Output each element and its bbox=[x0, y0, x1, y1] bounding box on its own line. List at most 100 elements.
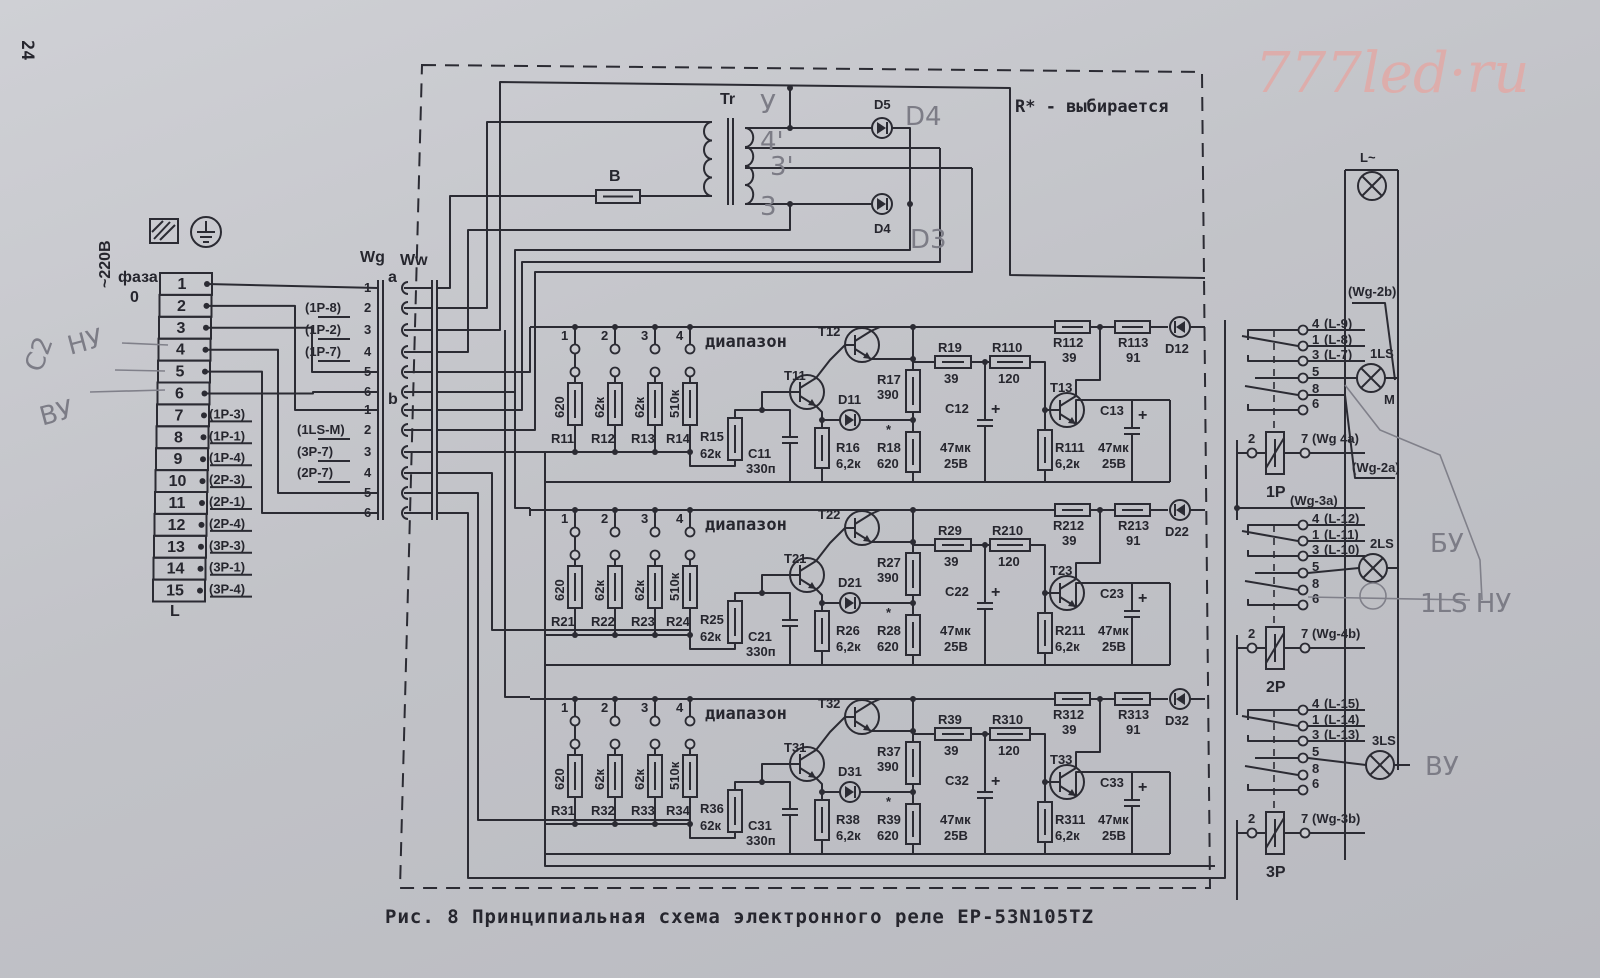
output-transistor bbox=[844, 510, 880, 546]
pencil-by-2ls: БУ bbox=[1430, 529, 1464, 559]
output-resistor-b-value: 91 bbox=[1126, 350, 1140, 365]
input-capacitor bbox=[782, 808, 798, 816]
contact-pin: 6 bbox=[1312, 591, 1319, 606]
diode-D5 bbox=[871, 117, 893, 139]
terminal-contact bbox=[684, 738, 696, 750]
filter-cap-name: C12 bbox=[945, 401, 969, 416]
wire bbox=[815, 405, 823, 428]
wire bbox=[437, 148, 941, 411]
range-position-label: 2 bbox=[601, 511, 608, 526]
selected-mark: * bbox=[886, 605, 892, 620]
diode-body bbox=[871, 193, 893, 215]
wire bbox=[437, 492, 690, 821]
connector-ww-label: Ww bbox=[400, 252, 428, 269]
wire bbox=[1352, 302, 1396, 381]
range-resistor-name: R32 bbox=[591, 803, 615, 818]
diode-D4 bbox=[871, 193, 893, 215]
wire bbox=[734, 391, 790, 418]
buffer-resistor-name: R311 bbox=[1055, 812, 1085, 827]
output-diode bbox=[1169, 316, 1191, 338]
selected-resistor bbox=[905, 614, 921, 656]
terminal-contact bbox=[569, 715, 581, 727]
contact-pin: 4 bbox=[1312, 316, 1320, 331]
emitter-resistor-value: 6,2к bbox=[836, 456, 861, 471]
range-resistor bbox=[567, 382, 583, 426]
output-cap-value: 47мк bbox=[1098, 440, 1129, 455]
junction-dot bbox=[907, 201, 913, 207]
output-cap-value: 47мк bbox=[1098, 812, 1129, 827]
junction-dot bbox=[910, 728, 916, 734]
wire bbox=[1075, 582, 1133, 611]
wire bbox=[514, 392, 530, 509]
base-resistor-value: 62к bbox=[700, 446, 721, 461]
terminal-contact bbox=[1297, 519, 1309, 531]
range-resistor-value: 62к bbox=[592, 397, 607, 418]
junction-dot bbox=[1097, 324, 1103, 330]
wire bbox=[762, 781, 791, 809]
buffer-resistor-value: 6,2к bbox=[1055, 456, 1080, 471]
selected-resistor-value: 620 bbox=[877, 828, 899, 843]
terminal-contact bbox=[609, 738, 621, 750]
terminal-number: 12 bbox=[168, 517, 186, 534]
terminal-contact bbox=[649, 715, 661, 727]
diode-triangle bbox=[1176, 693, 1185, 705]
wire bbox=[762, 409, 791, 437]
contact-ref: (L-11) bbox=[1324, 527, 1359, 542]
filter-resistor-b-name: R210 bbox=[992, 523, 1023, 538]
range-resistor bbox=[647, 565, 663, 609]
output-resistor-a bbox=[1054, 320, 1091, 334]
terminal-contact bbox=[609, 526, 621, 538]
emitter-diode bbox=[839, 781, 861, 803]
output-cap-name: C33 bbox=[1100, 775, 1124, 790]
filter-resistor-b-value: 120 bbox=[998, 554, 1020, 569]
collector-lead bbox=[799, 560, 817, 572]
range-position-label: 3 bbox=[641, 511, 648, 526]
terminal-contact bbox=[649, 738, 661, 750]
coil-pin-in: 2 bbox=[1248, 431, 1255, 446]
buffer-resistor-value: 6,2к bbox=[1055, 639, 1080, 654]
output-capacitor bbox=[1124, 799, 1140, 807]
wire bbox=[1247, 550, 1298, 557]
filter-resistor-b-name: R310 bbox=[992, 712, 1023, 727]
base-resistor-name: R15 bbox=[700, 429, 724, 444]
emitter-arrow bbox=[808, 771, 816, 778]
junction-dot bbox=[199, 500, 205, 506]
junction-dot bbox=[1234, 505, 1240, 511]
wire bbox=[689, 452, 736, 467]
terminal-contact bbox=[1297, 550, 1309, 562]
emitter-resistor-value: 6,2к bbox=[836, 828, 861, 843]
diode-label: D21 bbox=[838, 575, 862, 590]
pencil-left-c2: С2 bbox=[20, 333, 60, 376]
output-resistor-a-value: 39 bbox=[1062, 350, 1076, 365]
junction-dot bbox=[198, 543, 204, 550]
wire bbox=[815, 777, 823, 800]
junction-dot bbox=[203, 302, 210, 309]
coil-pin-out: 7 bbox=[1301, 626, 1308, 641]
base-resistor-value: 62к bbox=[700, 629, 721, 644]
output-resistor-b-name: R213 bbox=[1118, 518, 1149, 533]
contact-pin: 3 bbox=[1312, 542, 1319, 557]
filter-resistor-a-name: R19 bbox=[938, 340, 962, 355]
filter-resistor-a bbox=[934, 355, 972, 369]
terminal-contact bbox=[1299, 642, 1311, 654]
junction-dot bbox=[787, 125, 793, 131]
wire bbox=[437, 168, 973, 431]
output-cap-name: C23 bbox=[1100, 586, 1124, 601]
terminal-number: 7 bbox=[175, 407, 184, 424]
terminal-ref: (1P-4) bbox=[209, 450, 245, 465]
collector-lead bbox=[1059, 578, 1077, 590]
emitter-arrow bbox=[808, 582, 816, 589]
contact-ref: (L-10) bbox=[1324, 542, 1359, 557]
range-label: диапазон bbox=[705, 704, 787, 724]
junction-dot bbox=[910, 539, 916, 545]
connector-ref: (1P-8) bbox=[305, 300, 341, 315]
buffer-resistor-name: R211 bbox=[1055, 623, 1085, 638]
range-resistor bbox=[607, 565, 623, 609]
wire bbox=[1030, 361, 1049, 411]
output-cap-rating: 25В bbox=[1102, 828, 1126, 843]
filter-cap-value: 47мк bbox=[940, 623, 971, 638]
emitter-arrow bbox=[863, 352, 871, 359]
